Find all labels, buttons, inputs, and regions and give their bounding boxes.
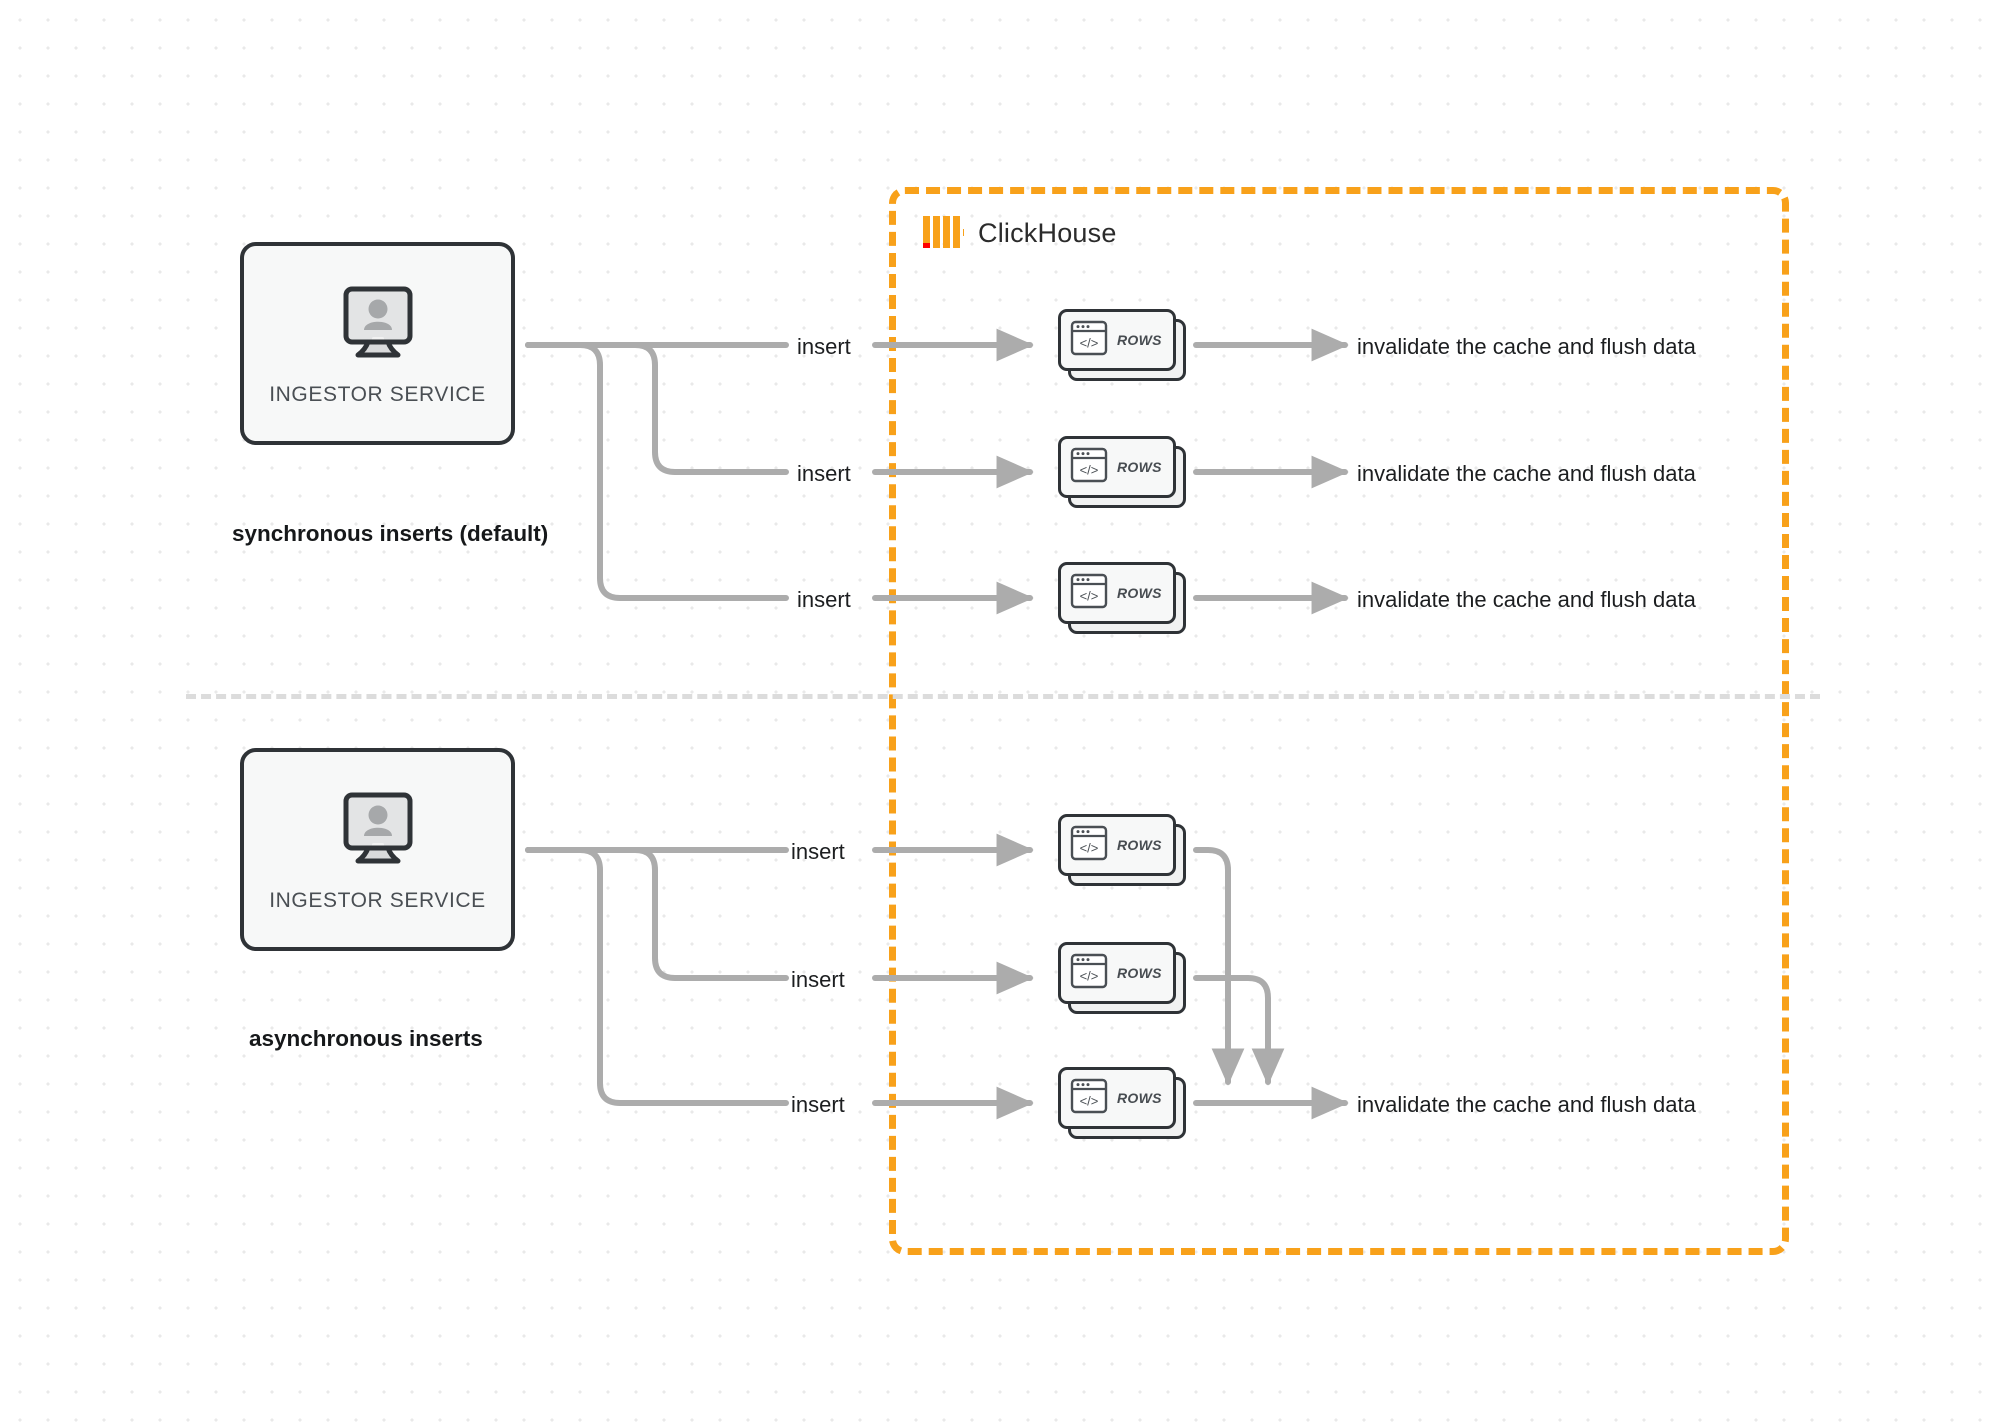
clickhouse-logo bbox=[922, 212, 969, 254]
svg-text:</>: </> bbox=[1080, 462, 1099, 477]
svg-text:</>: </> bbox=[1080, 335, 1099, 350]
ingestor-service-async[interactable]: INGESTOR SERVICE bbox=[240, 748, 515, 951]
rows-node-label: ROWS bbox=[1117, 459, 1162, 475]
insert-label-sync-1: insert bbox=[797, 334, 851, 359]
code-window-icon: </> bbox=[1070, 953, 1108, 994]
rows-node-sync-2[interactable]: </> ROWS bbox=[1058, 436, 1186, 508]
svg-text:</>: </> bbox=[1080, 1093, 1099, 1108]
flush-label-async: invalidate the cache and flush data bbox=[1357, 1092, 1696, 1117]
code-window-icon: </> bbox=[1070, 320, 1108, 361]
section-caption-sync: synchronous inserts (default) bbox=[232, 521, 549, 546]
svg-text:</>: </> bbox=[1080, 840, 1099, 855]
insert-label-async-1: insert bbox=[791, 839, 845, 864]
insert-label-sync-3: insert bbox=[797, 587, 851, 612]
monitor-user-icon bbox=[334, 286, 422, 369]
wire-async-branch-2 bbox=[525, 847, 789, 981]
rows-node-async-1[interactable]: </> ROWS bbox=[1058, 814, 1186, 886]
svg-text:</>: </> bbox=[1080, 588, 1099, 603]
rows-node-label: ROWS bbox=[1117, 585, 1162, 601]
clickhouse-title: ClickHouse bbox=[978, 217, 1117, 248]
code-window-icon: </> bbox=[1070, 1078, 1108, 1119]
clickhouse-header: ClickHouse bbox=[922, 212, 1117, 254]
clickhouse-boundary bbox=[889, 187, 1789, 1255]
rows-card-front: </> ROWS bbox=[1058, 309, 1176, 371]
code-window-icon: </> bbox=[1070, 447, 1108, 488]
rows-card-front: </> ROWS bbox=[1058, 1067, 1176, 1129]
monitor-user-icon bbox=[334, 792, 422, 875]
insert-label-async-3: insert bbox=[791, 1092, 845, 1117]
ingestor-service-sync[interactable]: INGESTOR SERVICE bbox=[240, 242, 515, 445]
flush-label-sync-1: invalidate the cache and flush data bbox=[1357, 334, 1696, 359]
flush-label-sync-2: invalidate the cache and flush data bbox=[1357, 461, 1696, 486]
wire-async-branch-3 bbox=[525, 847, 789, 1106]
rows-node-label: ROWS bbox=[1117, 965, 1162, 981]
rows-card-front: </> ROWS bbox=[1058, 814, 1176, 876]
rows-card-front: </> ROWS bbox=[1058, 562, 1176, 624]
wire-sync-branch-2 bbox=[525, 342, 789, 475]
svg-text:</>: </> bbox=[1080, 968, 1099, 983]
code-window-icon: </> bbox=[1070, 825, 1108, 866]
section-divider bbox=[186, 694, 1820, 699]
ingestor-service-label-async: INGESTOR SERVICE bbox=[269, 889, 486, 912]
rows-card-front: </> ROWS bbox=[1058, 942, 1176, 1004]
rows-node-sync-1[interactable]: </> ROWS bbox=[1058, 309, 1186, 381]
insert-label-sync-2: insert bbox=[797, 461, 851, 486]
ingestor-service-label-sync: INGESTOR SERVICE bbox=[269, 383, 486, 406]
rows-node-label: ROWS bbox=[1117, 1090, 1162, 1106]
rows-node-label: ROWS bbox=[1117, 332, 1162, 348]
rows-node-async-2[interactable]: </> ROWS bbox=[1058, 942, 1186, 1014]
rows-card-front: </> ROWS bbox=[1058, 436, 1176, 498]
section-caption-async: asynchronous inserts bbox=[249, 1026, 483, 1051]
rows-node-sync-3[interactable]: </> ROWS bbox=[1058, 562, 1186, 634]
rows-node-label: ROWS bbox=[1117, 837, 1162, 853]
flush-label-sync-3: invalidate the cache and flush data bbox=[1357, 587, 1696, 612]
wire-sync-branch-3 bbox=[525, 342, 789, 601]
code-window-icon: </> bbox=[1070, 573, 1108, 614]
rows-node-async-3[interactable]: </> ROWS bbox=[1058, 1067, 1186, 1139]
insert-label-async-2: insert bbox=[791, 967, 845, 992]
